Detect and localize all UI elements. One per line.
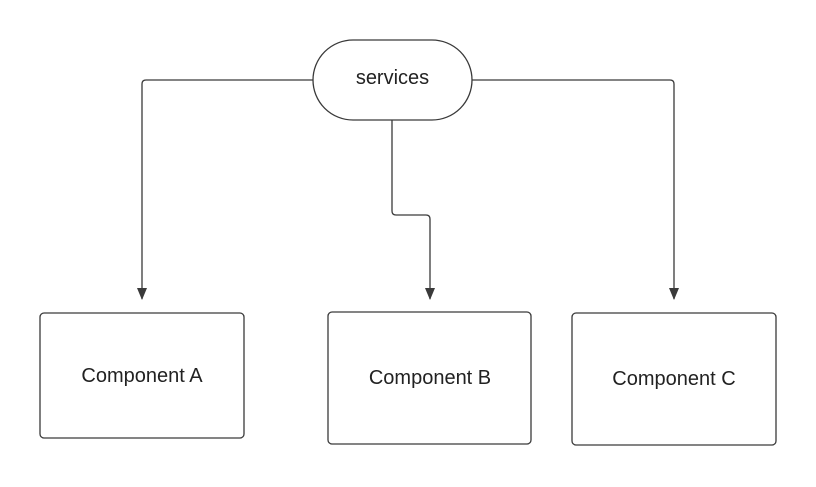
component-a-node[interactable]: Component A — [39, 312, 245, 439]
component-c-shape — [571, 312, 777, 446]
edge-services-to-component-a — [137, 79, 313, 300]
component-a-label: Component A — [81, 365, 203, 387]
component-c-label: Component C — [612, 368, 735, 390]
component-b-shape — [327, 311, 532, 445]
services-label: services — [356, 67, 429, 89]
services-shape — [312, 39, 473, 121]
services-node[interactable]: services — [312, 39, 473, 121]
component-c-node[interactable]: Component C — [571, 312, 777, 446]
component-b-label: Component B — [369, 367, 491, 389]
edges — [137, 79, 679, 300]
component-b-node[interactable]: Component B — [327, 311, 532, 445]
edge-services-to-component-b — [391, 120, 435, 300]
edge-services-to-component-c — [472, 79, 679, 300]
component-a-shape — [39, 312, 245, 439]
